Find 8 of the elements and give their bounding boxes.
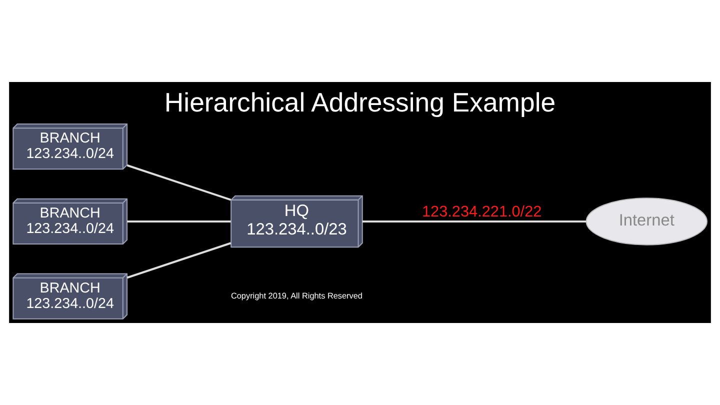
diagram-title: Hierarchical Addressing Example	[164, 88, 556, 118]
edge-label: 123.234.221.0/22	[422, 203, 542, 220]
connector	[127, 220, 231, 222]
connector	[126, 164, 232, 201]
connector	[362, 220, 586, 222]
node-ellipse: Internet	[586, 198, 708, 246]
label: Copyright 2019, All Rights Reserved	[230, 291, 362, 300]
connector	[126, 242, 232, 279]
